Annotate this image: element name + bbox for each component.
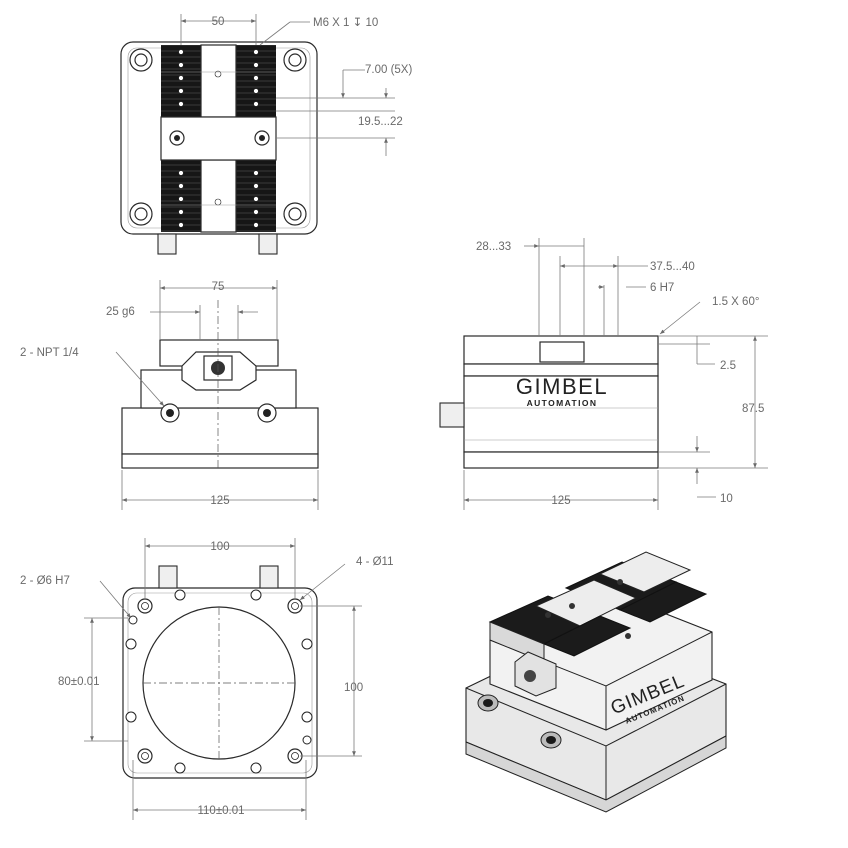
port-callout: 2 - NPT 1/4 — [20, 347, 79, 359]
dim-front-base: 125 — [210, 495, 229, 507]
mount-hole-icon — [137, 598, 303, 764]
dim-bottom-bottom: 110±0.01 — [197, 805, 244, 817]
jaw-center-slot — [200, 44, 237, 118]
dim-top-width: 50 — [212, 16, 225, 28]
bottom-view: 100 2 - Ø6 H7 4 - Ø11 80±0.01 100 110±0.… — [20, 538, 394, 820]
npt-port-icon — [160, 403, 277, 423]
iso-fitting-icon — [477, 694, 562, 749]
thread-hole-icon — [178, 49, 259, 228]
dim-pitch: 7.00 (5X) — [365, 64, 412, 76]
hole-callout: 4 - Ø11 — [356, 556, 394, 568]
dim-side-d: 2.5 — [720, 360, 736, 372]
dim-side-base: 10 — [720, 493, 733, 505]
corner-hole-icon — [129, 48, 307, 226]
dim-front-top: 75 — [212, 281, 225, 293]
air-fitting — [258, 233, 278, 255]
dim-side-a: 28...33 — [476, 241, 511, 253]
thread-callout: M6 X 1 ↧ 10 — [313, 17, 378, 29]
jaw-center-slot — [200, 159, 237, 233]
front-view: 75 25 g6 2 - NPT 1/4 125 — [20, 280, 319, 510]
front-base-plate — [121, 453, 319, 469]
brand-logo: GIMBEL — [516, 374, 608, 399]
bottom-fitting — [259, 565, 279, 589]
side-body — [463, 375, 659, 453]
chamfer-callout: 1.5 X 60° — [712, 296, 759, 308]
brand-sub: AUTOMATION — [527, 398, 598, 408]
dim-fit: 25 g6 — [106, 306, 135, 318]
front-base — [121, 407, 319, 455]
side-fitting — [439, 402, 465, 428]
dim-side-b: 37.5...40 — [650, 261, 695, 273]
bottom-fitting — [158, 565, 178, 589]
dim-side-c: 6 H7 — [650, 282, 674, 294]
dim-side-width: 125 — [551, 495, 570, 507]
dim-bottom-left: 80±0.01 — [58, 676, 100, 688]
dim-range: 19.5...22 — [358, 116, 403, 128]
iso-view: GIMBEL AUTOMATION — [465, 551, 727, 813]
small-hole-icon — [125, 589, 313, 774]
dim-bottom-right: 100 — [344, 682, 363, 694]
side-view: GIMBEL AUTOMATION 28...33 37.5...40 6 H7… — [439, 238, 768, 510]
dim-bottom-spacing: 100 — [210, 541, 229, 553]
top-view: 50 M6 X 1 ↧ 10 7.00 (5X) 19.5...22 — [120, 14, 412, 255]
dim-side-height: 87.5 — [742, 403, 764, 415]
air-fitting — [157, 233, 177, 255]
dowel-callout: 2 - Ø6 H7 — [20, 575, 70, 587]
